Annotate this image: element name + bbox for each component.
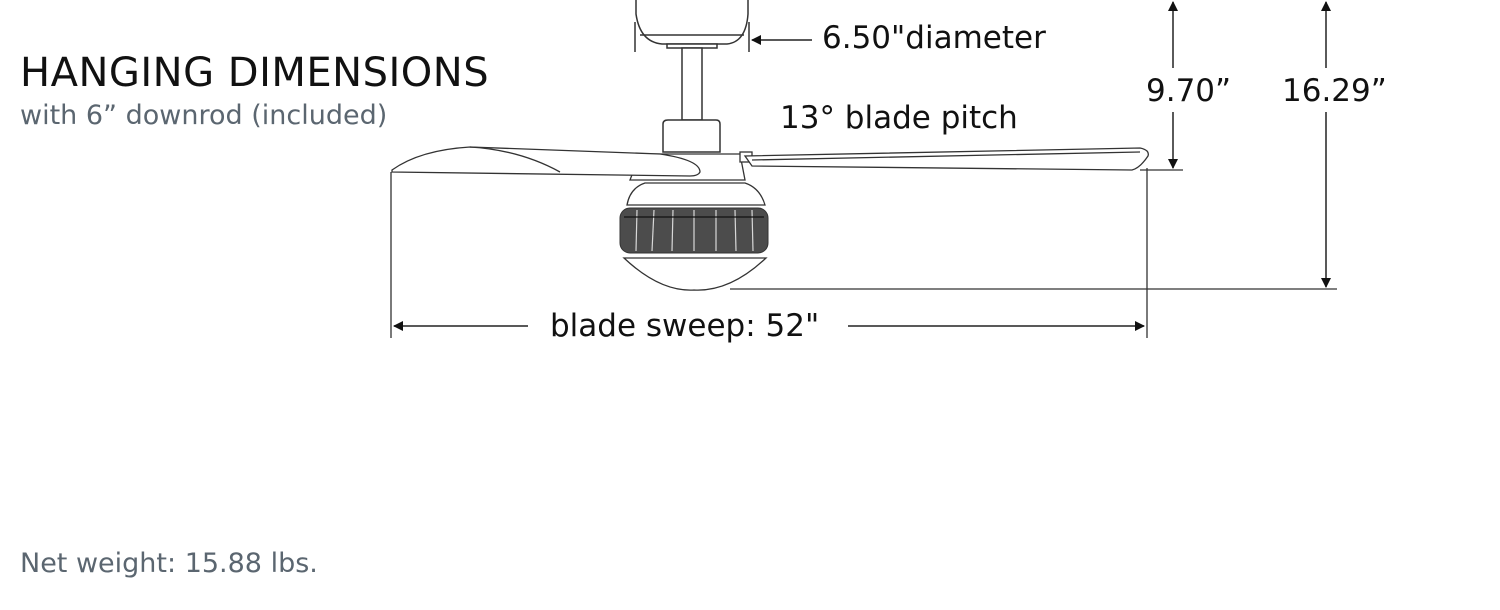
page-subtitle: with 6” downrod (included) [20,100,388,131]
ceiling-to-blade-label: 9.70” [1146,73,1232,109]
canopy-diameter-label: 6.50"diameter [822,20,1046,56]
net-weight: Net weight: 15.88 lbs. [20,548,318,579]
motor-collar [662,119,721,153]
blade-pitch-label: 13° blade pitch [780,100,1018,136]
right-blade [743,147,1149,171]
blade-sweep-label: blade sweep: 52" [550,308,820,344]
ceiling-to-bottom-label: 16.29” [1282,73,1387,109]
canopy [635,0,749,49]
downrod [681,47,703,121]
light-kit [619,182,769,291]
left-blade [391,146,701,177]
page-title: HANGING DIMENSIONS [20,50,490,96]
